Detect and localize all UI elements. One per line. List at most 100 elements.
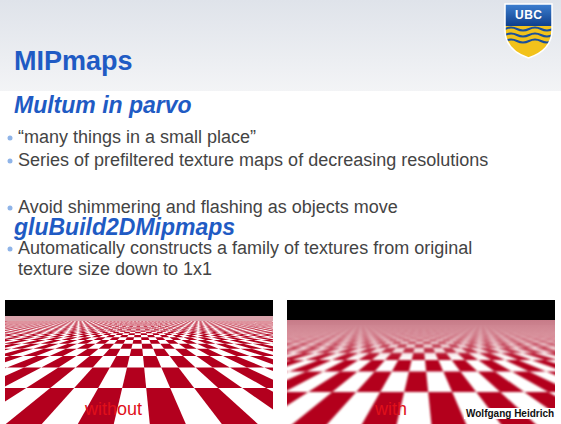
checker-tile: [88, 322, 92, 323]
checker-tile: [40, 333, 55, 335]
checker-tile: [6, 322, 13, 323]
checker-tile: [250, 321, 256, 322]
checker-tile: [199, 322, 203, 323]
checker-tile: [136, 327, 140, 329]
checker-tile: [199, 323, 204, 324]
checker-tile: [70, 322, 74, 323]
checker-tile: [251, 322, 257, 323]
checker-tile: [196, 356, 230, 367]
checker-tile: [268, 322, 273, 323]
checker-tile: [241, 321, 246, 322]
checker-tile: [121, 321, 123, 322]
checker-tile: [64, 323, 69, 324]
checker-tile: [63, 335, 77, 337]
checker-tile: [261, 335, 273, 337]
checker-tile: [194, 322, 198, 323]
checker-tile: [74, 367, 110, 388]
checker-tile: [250, 321, 255, 322]
checker-tile: [33, 344, 59, 349]
checker-tile: [198, 332, 209, 333]
checker-tile: [183, 321, 186, 322]
checker-tile: [127, 321, 129, 322]
checker-tile: [133, 322, 135, 323]
checker-tile: [137, 323, 140, 324]
checker-tile: [40, 329, 52, 330]
checker-tile: [5, 322, 11, 323]
checker-tile: [100, 323, 104, 324]
checker-tile: [270, 322, 273, 323]
checker-tile: [230, 367, 273, 388]
checker-tile: [68, 323, 74, 324]
checker-tile: [79, 321, 83, 322]
checker-tile: [159, 321, 161, 322]
checker-tile: [191, 321, 195, 322]
checker-tile: [135, 322, 137, 323]
checker-tile: [146, 322, 149, 323]
checker-tile: [79, 322, 83, 323]
checker-tile: [184, 323, 188, 324]
checker-tile: [87, 321, 91, 322]
ubc-logo: [505, 4, 553, 58]
checker-tile: [143, 356, 161, 367]
checker-tile: [197, 340, 215, 344]
checker-tile: [137, 324, 140, 325]
checker-tile: [170, 356, 196, 367]
checker-tile: [205, 326, 213, 328]
checker-tile: [41, 356, 76, 367]
checker-tile: [77, 344, 96, 349]
checker-tile: [86, 326, 92, 328]
checker-tile: [137, 323, 139, 324]
checker-tile: [91, 324, 96, 325]
checker-tile: [185, 326, 191, 328]
checker-tile: [204, 324, 210, 325]
checker-tile: [150, 322, 152, 323]
checker-tile: [5, 322, 7, 323]
checker-tile: [8, 321, 14, 322]
checker-tile: [32, 322, 38, 323]
checker-tile: [206, 327, 215, 329]
checker-tile: [183, 327, 190, 329]
checker-tile: [26, 321, 32, 322]
checker-tile: [185, 322, 189, 323]
checker-tile: [87, 322, 91, 323]
checker-tile: [55, 332, 68, 333]
checker-tile: [212, 337, 230, 340]
checker-tile: [69, 328, 78, 330]
checker-tile: [130, 349, 143, 356]
checker-tile: [109, 337, 120, 340]
checker-tile: [138, 321, 140, 322]
checker-tile: [78, 324, 83, 325]
checker-tile: [152, 321, 154, 322]
checker-tile: [250, 356, 273, 367]
checker-tile: [140, 324, 143, 325]
checker-tile: [90, 333, 100, 335]
checker-tile: [141, 321, 143, 322]
checker-tile: [124, 321, 126, 322]
checker-tile: [207, 329, 217, 330]
checker-tile: [205, 325, 212, 326]
checker-tile: [84, 323, 89, 324]
checker-tile: [203, 321, 207, 322]
checker-tile: [122, 322, 125, 323]
checker-tile: [147, 321, 149, 322]
checker-tile: [198, 329, 208, 330]
checker-tile: [45, 337, 63, 340]
checker-tile: [75, 321, 79, 322]
checker-tile: [58, 325, 66, 327]
checker-tile: [208, 323, 213, 324]
checker-tile: [154, 321, 156, 322]
checker-tile: [63, 326, 71, 328]
checker-tile: [7, 356, 50, 367]
checker-tile: [73, 323, 78, 324]
checker-tile: [160, 330, 167, 331]
checker-tile: [131, 328, 136, 330]
checker-tile: [268, 337, 273, 340]
checker-tile: [193, 324, 199, 325]
checker-tile: [145, 321, 147, 322]
checker-tile: [169, 321, 172, 322]
checker-tile: [162, 321, 165, 322]
checker-tile: [206, 326, 214, 328]
checker-tile: [262, 322, 269, 323]
checker-tile: [137, 325, 140, 326]
checker-tile: [71, 321, 75, 322]
